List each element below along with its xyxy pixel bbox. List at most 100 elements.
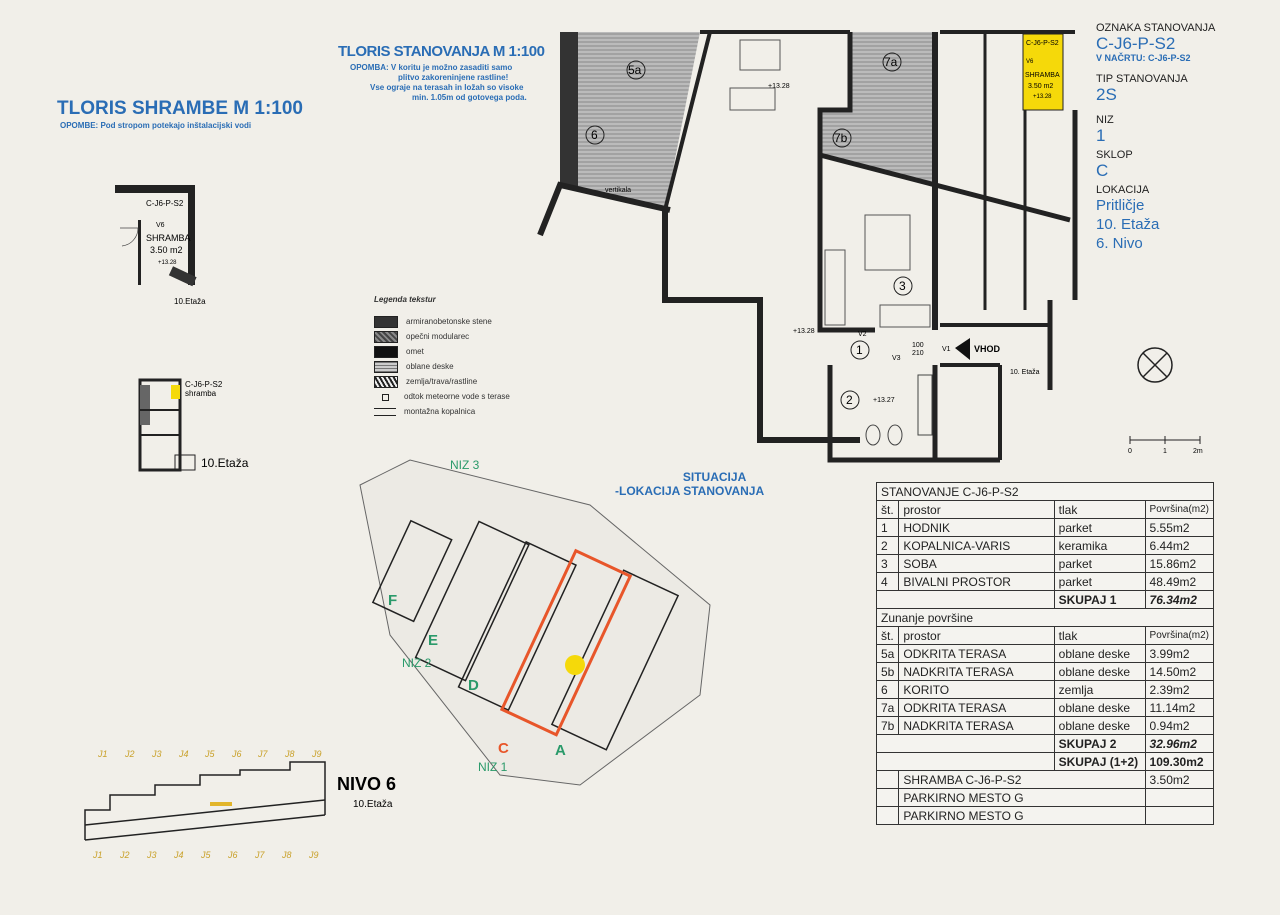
storage-door-code: V6 <box>156 222 165 229</box>
site-plan-title-1: SITUACIJA <box>682 470 747 484</box>
cell: NADKRITA TERASA <box>898 716 1055 735</box>
scale-tick: 0 <box>1128 448 1132 455</box>
room-label-6: 6 <box>591 128 598 142</box>
legend-label: oblane deske <box>406 362 454 371</box>
level-mark: +13.28 <box>793 328 815 335</box>
type-value: 2S <box>1096 85 1117 104</box>
axis-label: J5 <box>200 850 212 860</box>
parking-label: PARKIRNO MESTO G <box>898 788 1146 807</box>
table-header: št. prostor tlak Površina(m2) <box>875 500 1215 519</box>
cell: SOBA <box>898 554 1055 573</box>
cell: 14.50m2 <box>1144 662 1215 681</box>
cell: oblane deske <box>1053 716 1146 735</box>
header-cell: Površina(m2) <box>1144 500 1215 519</box>
row-label-niz2: NIZ 2 <box>402 656 432 670</box>
axis-label: J7 <box>254 850 266 860</box>
in-plan-code: V NAČRTU: C-J6-P-S2 <box>1096 53 1191 63</box>
apartment-floor-plan: C-J6-P-S2 V6 SHRAMBA 3.50 m2 +13.28 5a 6… <box>537 30 1078 463</box>
apartment-info-panel: OZNAKA STANOVANJA C-J6-P-S2 V NAČRTU: C-… <box>1096 18 1215 253</box>
cell: 7b <box>875 716 900 735</box>
axis-label: J1 <box>97 749 108 759</box>
cell: zemlja <box>1053 680 1146 699</box>
plan-storage-door: V6 <box>1026 59 1034 65</box>
cell: ODKRITA TERASA <box>898 644 1055 663</box>
subtotal1-label: SKUPAJ 1 <box>1053 590 1146 609</box>
designation-value: C-J6-P-S2 <box>1096 34 1176 53</box>
room-label-1: 1 <box>856 343 863 357</box>
legend-label: odtok meteorne vode s terase <box>404 392 510 401</box>
storage-unit-code: C-J6-P-S2 <box>146 199 184 208</box>
cell: parket <box>1053 572 1146 591</box>
cell: 2 <box>875 536 900 555</box>
designation-label: OZNAKA STANOVANJA <box>1096 22 1216 34</box>
cell: oblane deske <box>1053 662 1146 681</box>
cell: 5a <box>875 644 900 663</box>
legend-item: opečni modularec <box>374 329 510 344</box>
storage-room-area: 3.50 m2 <box>150 245 183 255</box>
header-cell: št. <box>875 500 900 519</box>
north-arrow-circle-icon <box>1137 347 1173 383</box>
cell: 2.39m2 <box>1144 680 1215 699</box>
axis-label: J9 <box>311 749 322 759</box>
cell: 48.49m2 <box>1144 572 1215 591</box>
total-label: SKUPAJ (1+2) <box>1053 752 1146 771</box>
cell: 11.14m2 <box>1144 698 1215 717</box>
cell: oblane deske <box>1053 644 1146 663</box>
storage-highlight <box>1022 33 1064 111</box>
legend-item: oblane deske <box>374 359 510 374</box>
door-label-v2: V2 <box>858 331 867 338</box>
header-cell: tlak <box>1053 500 1146 519</box>
key-plan: C-J6-P-S2 shramba 10.Etaža <box>138 378 249 472</box>
cell: 5.55m2 <box>1144 518 1215 537</box>
cell: 7a <box>875 698 900 717</box>
cell: parket <box>1053 518 1146 537</box>
subtotal2-value: 32.96m2 <box>1144 734 1215 753</box>
axis-label: J4 <box>173 850 184 860</box>
header-cell: št. <box>875 626 900 645</box>
table-header: št. prostor tlak Površina(m2) <box>875 626 1215 645</box>
scale-tick: 2m <box>1193 448 1203 455</box>
apartment-plan-note-3: Vse ograje na terasah in ložah so visoke <box>370 83 524 92</box>
cell: 3 <box>875 554 900 573</box>
site-location-marker <box>565 655 585 675</box>
axis-label: J8 <box>284 749 295 759</box>
header-cell: prostor <box>898 500 1055 519</box>
plan-storage-level: +13.28 <box>1033 94 1052 100</box>
cell: 1 <box>875 518 900 537</box>
site-highlight-block <box>499 548 633 737</box>
type-label: TIP STANOVANJA <box>1096 73 1188 85</box>
cell: oblane deske <box>1053 698 1146 717</box>
storage-area: 3.50m2 <box>1144 770 1215 789</box>
axis-label: J3 <box>151 749 162 759</box>
parking-row: PARKIRNO MESTO G <box>875 806 1215 825</box>
block-label-e: E <box>428 632 438 649</box>
cell: KOPALNICA-VARIS <box>898 536 1055 555</box>
storage-room-name: SHRAMBA <box>146 233 191 243</box>
axis-label: J6 <box>231 749 242 759</box>
door-width: 100 <box>912 342 924 349</box>
header-cell: prostor <box>898 626 1055 645</box>
legend-label: opečni modularec <box>406 332 470 341</box>
room-label-7b: 7b <box>834 131 848 145</box>
storage-floor-label: 10.Etaža <box>174 297 206 306</box>
header-cell: Površina(m2) <box>1144 626 1215 645</box>
location-line: 6. Nivo <box>1096 235 1143 252</box>
storage-level-mark: +13.28 <box>158 260 177 266</box>
site-plan-title: SITUACIJA -LOKACIJA STANOVANJA <box>615 470 764 498</box>
plan-storage-name: SHRAMBA <box>1025 72 1060 79</box>
location-line: 10. Etaža <box>1096 216 1160 233</box>
cell: 6.44m2 <box>1144 536 1215 555</box>
axis-label: J2 <box>124 749 135 759</box>
axis-label: J9 <box>308 850 319 860</box>
key-plan-unit-code: C-J6-P-S2 <box>185 380 223 389</box>
terrace-label: vertikala <box>605 187 631 194</box>
cell: keramika <box>1053 536 1146 555</box>
cell: HODNIK <box>898 518 1055 537</box>
room-label-3: 3 <box>899 279 906 293</box>
